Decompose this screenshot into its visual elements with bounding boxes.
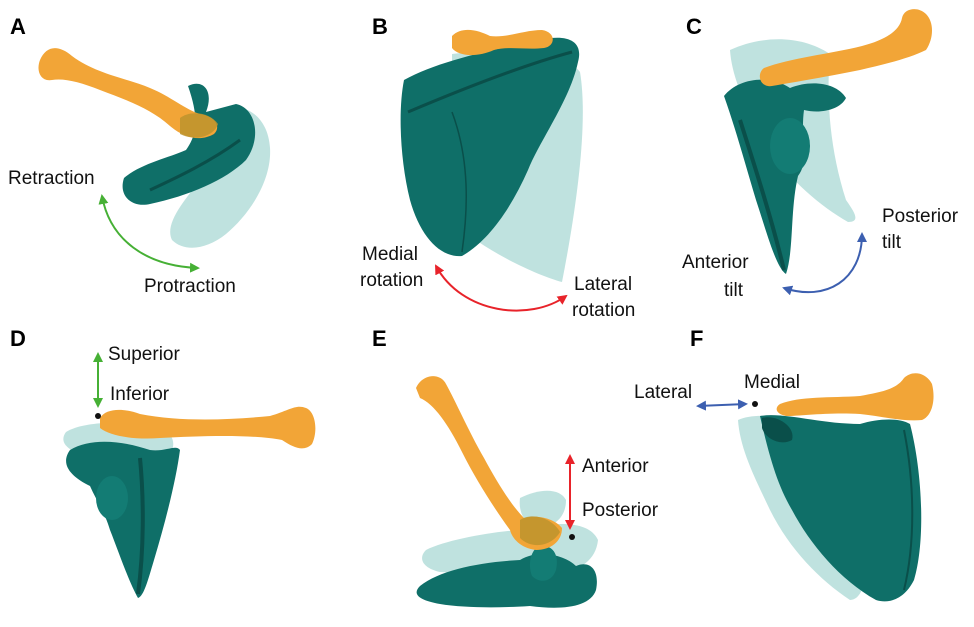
glenoid (96, 476, 128, 520)
panel-f: F Lateral Medial (634, 326, 934, 601)
label-anterior-tilt: tilt (724, 280, 744, 301)
panel-b: B Medial rotation Lateral rotation (360, 14, 635, 321)
reference-point (95, 413, 101, 419)
panel-a: A Retraction Protraction (8, 14, 270, 297)
reference-point (569, 534, 575, 540)
glenoid (770, 118, 810, 174)
scapula (66, 442, 180, 598)
label-posterior: Posterior (882, 206, 959, 227)
label-retraction: Retraction (8, 168, 95, 189)
panel-d: D Superior Inferior (10, 326, 315, 598)
label-medial: Medial (362, 244, 418, 265)
arrow-anterior-posterior-tilt (784, 234, 862, 292)
label-medial-rotation: rotation (360, 270, 423, 291)
panel-letter-b: B (372, 14, 388, 39)
panel-letter-a: A (10, 14, 26, 39)
panel-letter-c: C (686, 14, 702, 39)
panel-c: C Posterior tilt Anterior tilt (682, 9, 959, 301)
label-inferior: Inferior (110, 384, 170, 405)
clavicle (777, 373, 934, 420)
panel-letter-d: D (10, 326, 26, 351)
label-posterior: Posterior (582, 500, 659, 521)
label-superior: Superior (108, 344, 180, 365)
label-anterior: Anterior (682, 252, 749, 273)
panel-letter-e: E (372, 326, 387, 351)
label-lateral: Lateral (574, 274, 632, 295)
label-lateral-rotation: rotation (572, 300, 635, 321)
panel-e: E Anterior Posterior (372, 326, 659, 608)
glenoid (530, 546, 557, 581)
label-lateral: Lateral (634, 382, 692, 403)
panel-letter-f: F (690, 326, 703, 351)
reference-point (752, 401, 758, 407)
label-protraction: Protraction (144, 276, 236, 297)
arrow-lateral-medial (698, 404, 746, 406)
label-posterior-tilt: tilt (882, 232, 902, 253)
label-medial: Medial (744, 372, 800, 393)
label-anterior: Anterior (582, 456, 649, 477)
